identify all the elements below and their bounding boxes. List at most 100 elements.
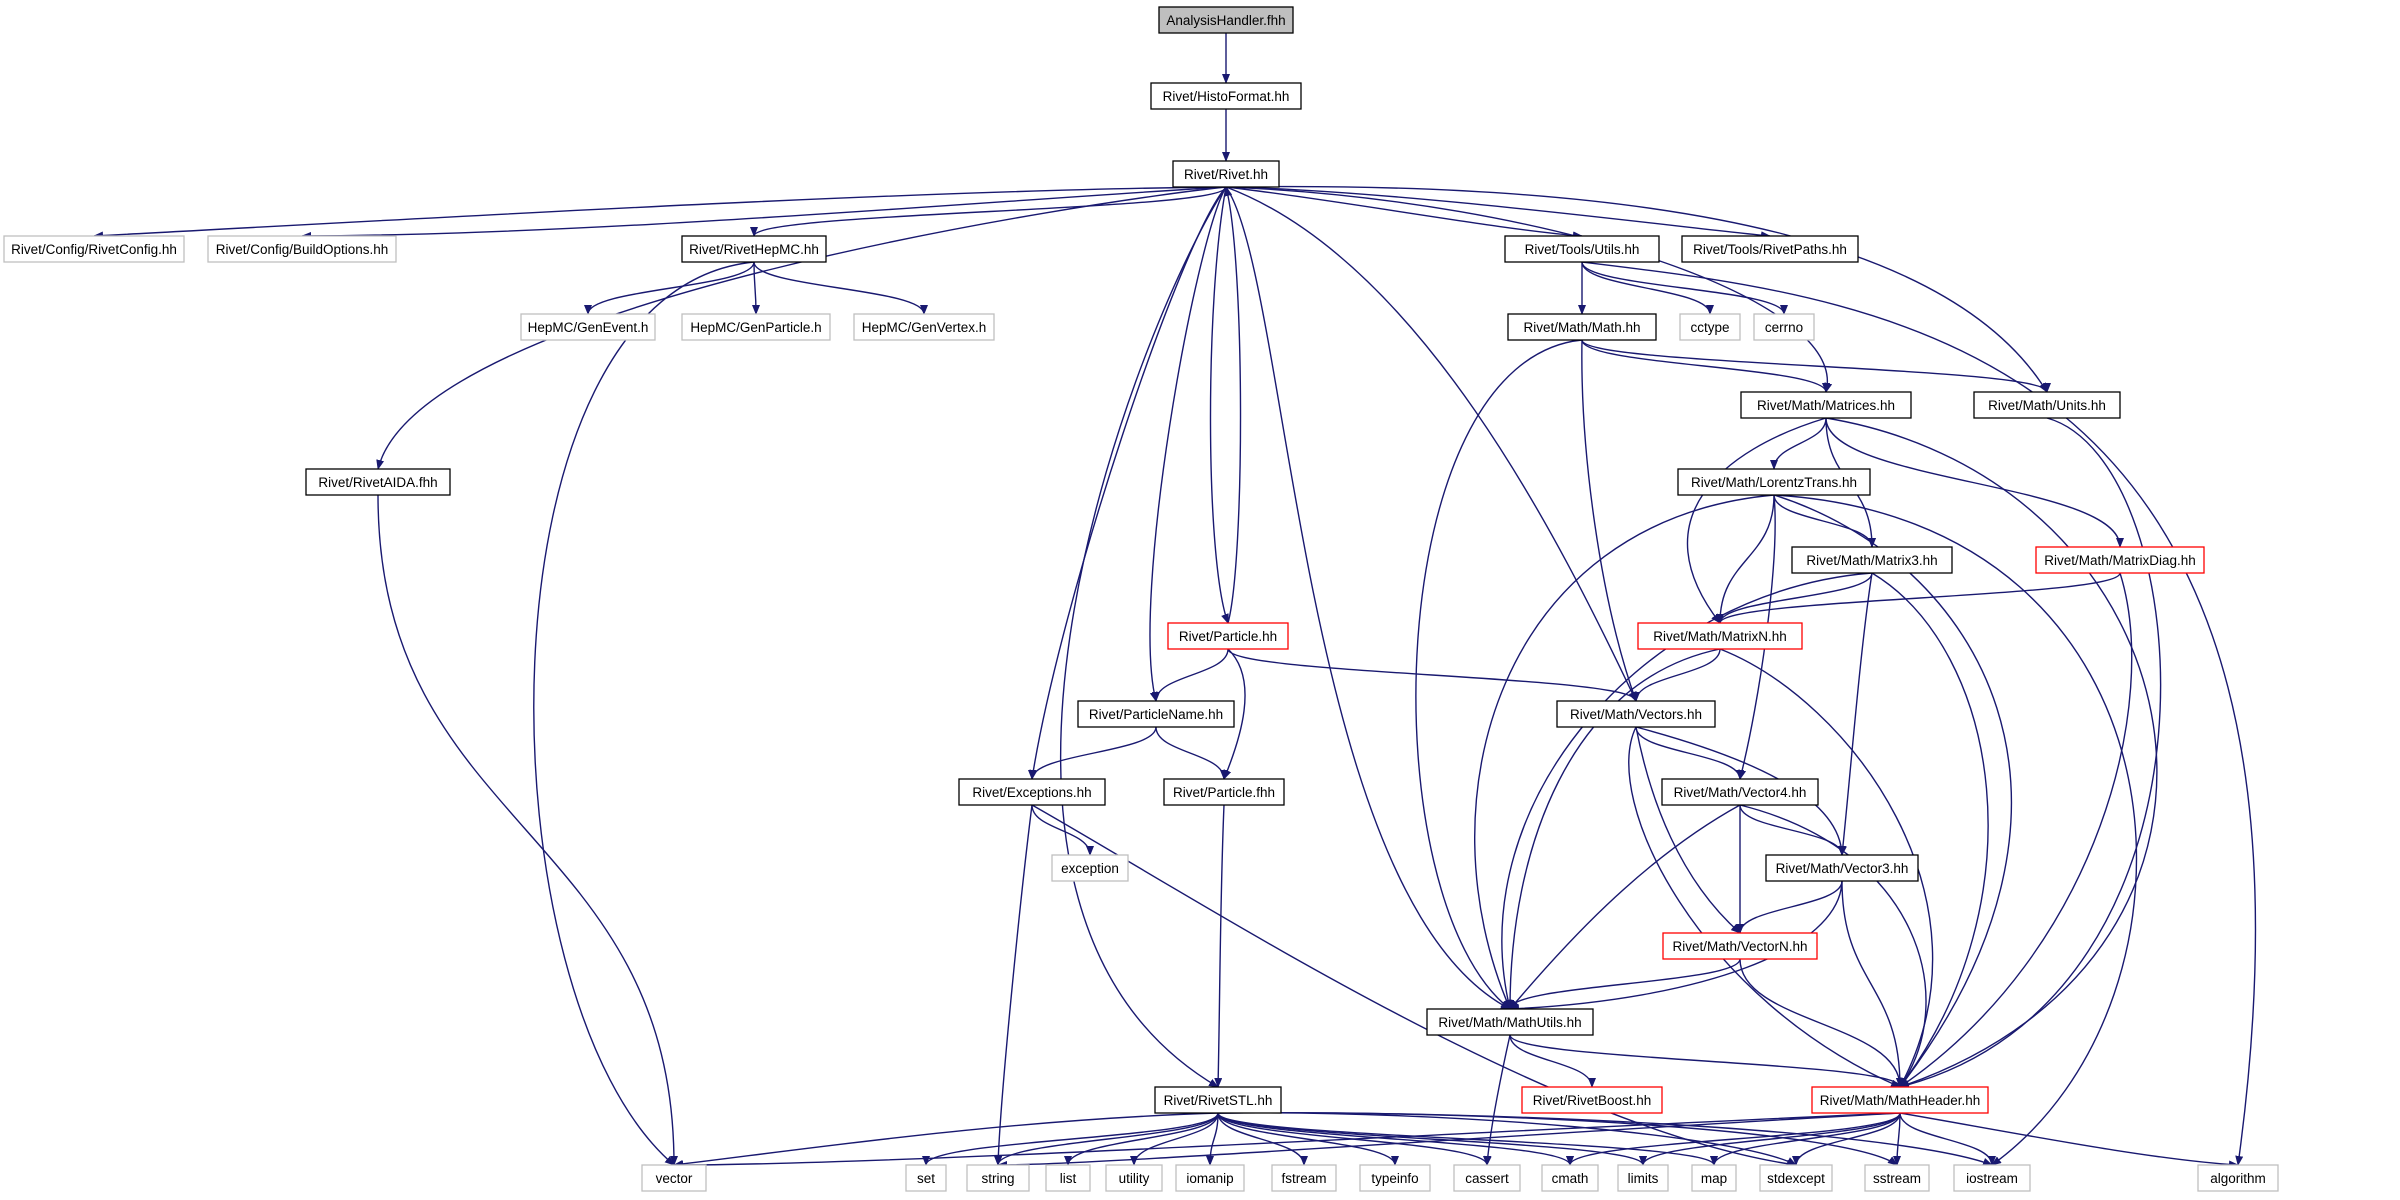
edge-matrices-to-matrixn xyxy=(1686,417,1827,624)
node-rivetconfig: Rivet/Config/RivetConfig.hh xyxy=(3,235,185,263)
edge-vectors-to-vectorn xyxy=(1635,726,1741,934)
node-particle[interactable]: Rivet/Particle.hh xyxy=(1167,622,1289,650)
edge-vector3-to-vectorn xyxy=(1736,880,1843,934)
edge-matrix3-to-vector3 xyxy=(1838,572,1873,856)
edge-vector4-to-vector3 xyxy=(1739,804,1846,856)
edge-exceptions-to-exception xyxy=(1031,804,1094,856)
node-matrix3[interactable]: Rivet/Math/Matrix3.hh xyxy=(1791,546,1953,574)
node-label-vector3: Rivet/Math/Vector3.hh xyxy=(1776,861,1909,876)
node-box-matrix3 xyxy=(1791,546,1953,574)
node-vector4[interactable]: Rivet/Math/Vector4.hh xyxy=(1661,778,1819,806)
node-label-exceptions: Rivet/Exceptions.hh xyxy=(972,785,1091,800)
node-vectorn[interactable]: Rivet/Math/VectorN.hh xyxy=(1662,932,1818,960)
node-label-rivet: Rivet/Rivet.hh xyxy=(1184,167,1268,182)
node-box-exception xyxy=(1051,854,1129,882)
node-rivet[interactable]: Rivet/Rivet.hh xyxy=(1172,160,1280,188)
node-units[interactable]: Rivet/Math/Units.hh xyxy=(1973,391,2121,419)
node-label-utility: utility xyxy=(1119,1171,1150,1186)
node-box-rivethepmc xyxy=(681,235,827,263)
node-label-histoformat: Rivet/HistoFormat.hh xyxy=(1163,89,1290,104)
node-label-map: map xyxy=(1701,1171,1727,1186)
node-vector3[interactable]: Rivet/Math/Vector3.hh xyxy=(1765,854,1919,882)
node-label-vector: vector xyxy=(656,1171,693,1186)
node-label-buildoptions: Rivet/Config/BuildOptions.hh xyxy=(216,242,389,257)
node-limits: limits xyxy=(1617,1164,1669,1192)
node-box-lorentz xyxy=(1677,468,1871,496)
node-vector: vector xyxy=(641,1164,707,1192)
edge-rivet-to-rivethepmc xyxy=(750,186,1227,237)
node-box-rivetpaths xyxy=(1681,235,1859,263)
edge-rivet-to-buildoptions xyxy=(301,186,1227,240)
node-box-list xyxy=(1045,1164,1091,1192)
node-box-fstream xyxy=(1271,1164,1337,1192)
node-box-typeinfo xyxy=(1359,1164,1431,1192)
node-particle_fhh[interactable]: Rivet/Particle.fhh xyxy=(1163,778,1285,806)
edge-rivet-to-rivetaida xyxy=(376,186,1227,470)
edge-rivetstl-to-string xyxy=(994,1112,1219,1166)
node-box-rivetstl xyxy=(1154,1086,1282,1114)
node-box-histoformat xyxy=(1150,82,1302,110)
node-list: list xyxy=(1045,1164,1091,1192)
node-label-cctype: cctype xyxy=(1690,320,1729,335)
edge-lorentz-to-matrix3 xyxy=(1773,494,1876,548)
node-exceptions[interactable]: Rivet/Exceptions.hh xyxy=(958,778,1106,806)
node-box-units xyxy=(1973,391,2121,419)
edge-mathheader-to-sstream xyxy=(1893,1112,1902,1166)
node-label-particlename: Rivet/ParticleName.hh xyxy=(1089,707,1223,722)
node-box-limits xyxy=(1617,1164,1669,1192)
node-label-rivetboost: Rivet/RivetBoost.hh xyxy=(1533,1093,1652,1108)
edge-exceptions-to-string xyxy=(994,804,1033,1166)
node-iostream: iostream xyxy=(1953,1164,2031,1192)
node-box-rivetaida xyxy=(305,468,451,496)
node-rivetstl[interactable]: Rivet/RivetSTL.hh xyxy=(1154,1086,1282,1114)
node-rivethepmc[interactable]: Rivet/RivetHepMC.hh xyxy=(681,235,827,263)
node-rivetboost[interactable]: Rivet/RivetBoost.hh xyxy=(1521,1086,1663,1114)
edge-rivetstl-to-iomanip xyxy=(1206,1112,1219,1166)
node-mathheader[interactable]: Rivet/Math/MathHeader.hh xyxy=(1811,1086,1989,1114)
node-mathmath[interactable]: Rivet/Math/Math.hh xyxy=(1507,313,1657,341)
edge-vector3-to-mathutils xyxy=(1509,880,1843,1013)
node-rivetpaths[interactable]: Rivet/Tools/RivetPaths.hh xyxy=(1681,235,1859,263)
node-label-vectorn: Rivet/Math/VectorN.hh xyxy=(1672,939,1807,954)
node-stdexcept: stdexcept xyxy=(1759,1164,1833,1192)
node-box-iomanip xyxy=(1175,1164,1245,1192)
node-label-iostream: iostream xyxy=(1966,1171,2018,1186)
node-analysis_fhh[interactable]: AnalysisHandler.fhh xyxy=(1158,6,1294,34)
node-rivetaida[interactable]: Rivet/RivetAIDA.fhh xyxy=(305,468,451,496)
node-box-rivetboost xyxy=(1521,1086,1663,1114)
edge-rivetstl-to-iostream xyxy=(1217,1112,1993,1166)
node-vectors[interactable]: Rivet/Math/Vectors.hh xyxy=(1556,700,1716,728)
node-label-rivetstl: Rivet/RivetSTL.hh xyxy=(1164,1093,1273,1108)
edge-lorentz-to-iostream xyxy=(1773,494,2138,1166)
edge-matrices-to-mathheader xyxy=(1825,417,2158,1088)
node-matrixn[interactable]: Rivet/Math/MatrixN.hh xyxy=(1637,622,1803,650)
edge-mathheader-to-limits xyxy=(1639,1112,1901,1166)
edge-toolsutils-to-cctype xyxy=(1581,261,1714,315)
edge-rivethepmc-to-genparticle xyxy=(751,261,760,315)
node-label-vectors: Rivet/Math/Vectors.hh xyxy=(1570,707,1702,722)
edge-matrices-to-matrixdiag xyxy=(1825,417,2124,548)
edge-rivetstl-to-utility xyxy=(1130,1112,1219,1166)
edge-rivet-to-particlename xyxy=(1149,186,1227,702)
node-label-matrixdiag: Rivet/Math/MatrixDiag.hh xyxy=(2044,553,2196,568)
node-label-list: list xyxy=(1060,1171,1077,1186)
node-lorentz[interactable]: Rivet/Math/LorentzTrans.hh xyxy=(1677,468,1871,496)
edge-rivet-to-exceptions xyxy=(1029,186,1227,780)
node-histoformat[interactable]: Rivet/HistoFormat.hh xyxy=(1150,82,1302,110)
node-matrices[interactable]: Rivet/Math/Matrices.hh xyxy=(1740,391,1912,419)
node-toolsutils[interactable]: Rivet/Tools/Utils.hh xyxy=(1504,235,1660,263)
node-mathutils[interactable]: Rivet/Math/MathUtils.hh xyxy=(1426,1008,1594,1036)
node-matrixdiag[interactable]: Rivet/Math/MatrixDiag.hh xyxy=(2035,546,2205,574)
edge-rivet-to-mathutils xyxy=(1225,186,1511,1010)
node-set: set xyxy=(905,1164,947,1192)
node-label-genvertex: HepMC/GenVertex.h xyxy=(862,320,987,335)
node-box-stdexcept xyxy=(1759,1164,1833,1192)
node-particlename[interactable]: Rivet/ParticleName.hh xyxy=(1077,700,1235,728)
node-cmath: cmath xyxy=(1541,1164,1599,1192)
edge-rivet-to-rivetpaths xyxy=(1225,186,1771,240)
node-iomanip: iomanip xyxy=(1175,1164,1245,1192)
node-box-mathmath xyxy=(1507,313,1657,341)
node-label-cerrno: cerrno xyxy=(1765,320,1803,335)
edge-rivetstl-to-limits xyxy=(1217,1112,1647,1166)
